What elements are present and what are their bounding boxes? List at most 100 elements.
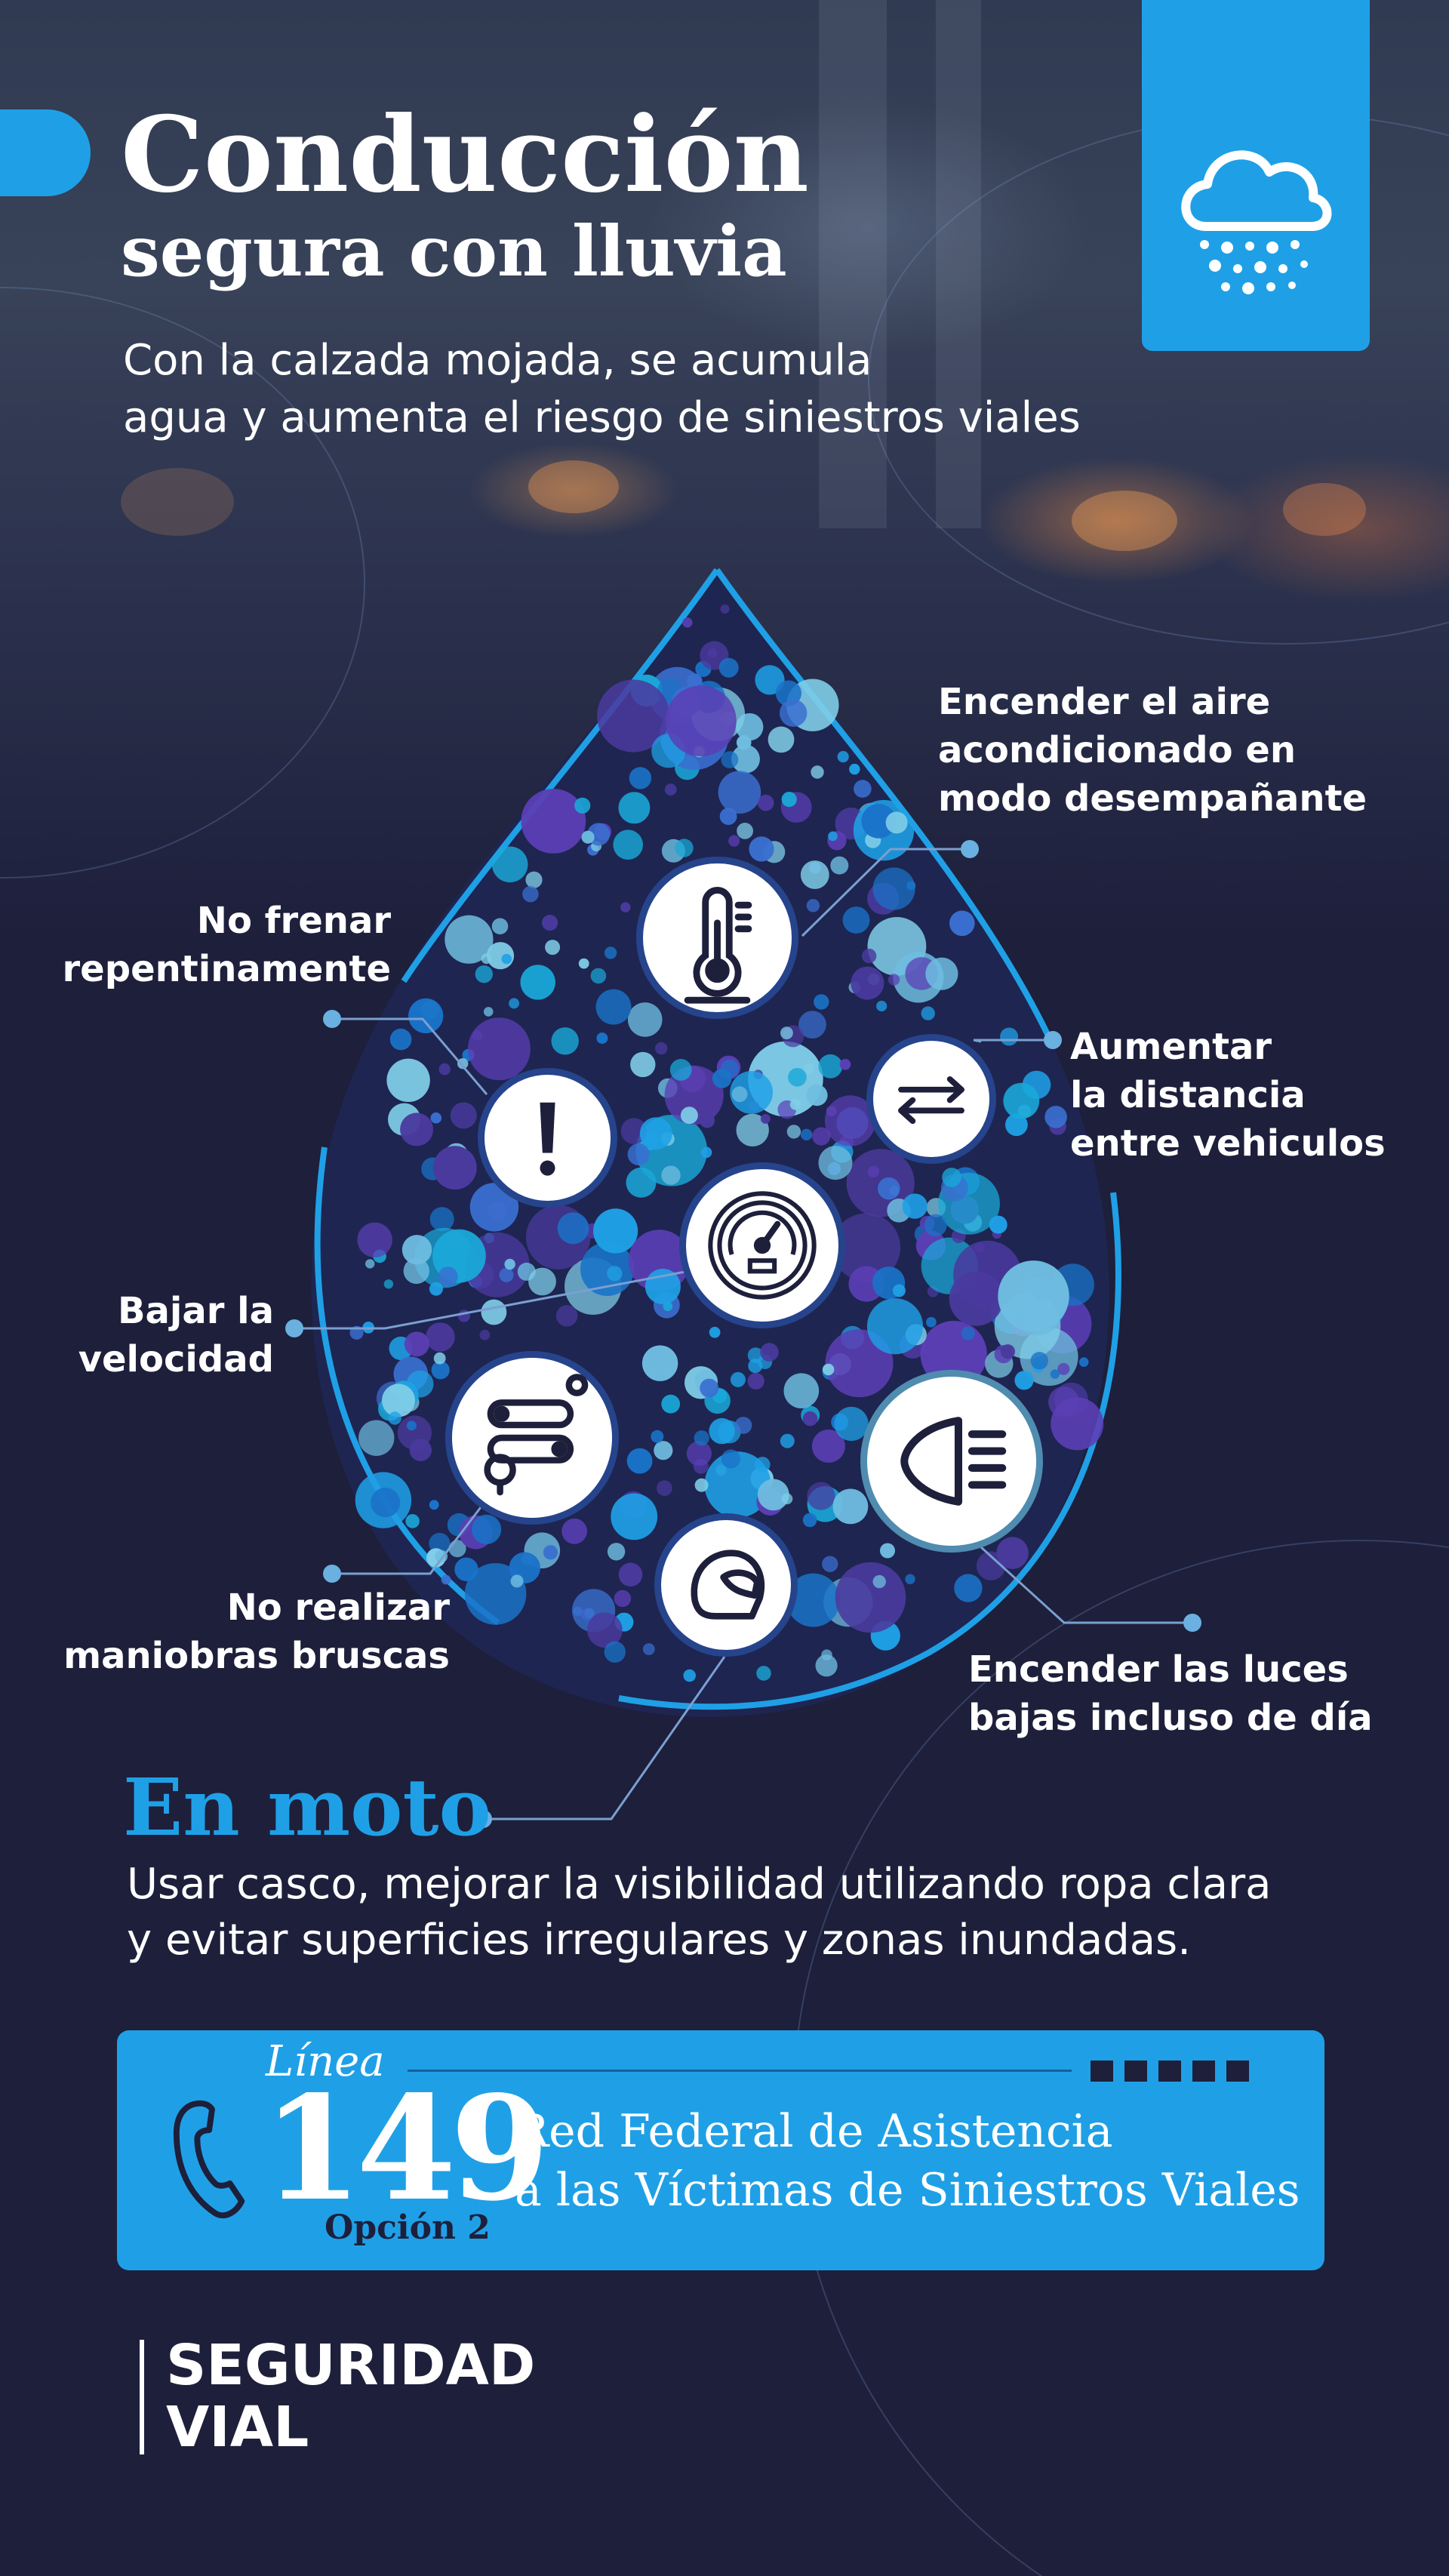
drop-dot [596,1033,608,1044]
drop-dot [404,1331,429,1357]
drop-dot [675,839,694,857]
drop-dot [786,1573,841,1627]
drop-dot [822,1556,838,1572]
drop-dot [464,1563,527,1625]
drop-dot [1005,1113,1028,1137]
drop-dot [835,1562,906,1633]
thermometer-icon [636,857,798,1019]
drop-dot [405,1514,420,1528]
page-title: Conducción [121,93,809,216]
drop-dot [491,846,528,883]
drop-dot [780,1433,795,1448]
helpline-box: Línea 149 Opción 2 Red Federal de Asiste… [117,2030,1324,2270]
drop-dot [989,1215,1008,1234]
drop-dot [757,794,774,811]
drop-dot [811,1430,845,1463]
drop-dot [1000,1344,1015,1359]
drop-dot [607,1543,626,1561]
drop-dot [780,699,808,727]
bokeh-light [528,460,619,513]
drop-dot [804,1063,814,1074]
connector-line [294,1270,686,1330]
drop-dot [655,1042,668,1055]
drop-dot [400,1113,434,1146]
drop-dot [905,1574,915,1584]
decorative-dash [1158,2060,1181,2082]
drop-dot [878,1177,900,1200]
drop-dot [806,899,820,913]
drop-dot [664,783,677,796]
drop-dot [700,1113,715,1128]
drop-dot [783,1373,820,1408]
drop-dot [454,1557,478,1581]
drop-dot [642,1643,655,1655]
moto-text-line: y evitar superficies irregulares y zonas… [127,1916,1192,1965]
drop-dot [720,1059,740,1079]
background-building [819,0,887,528]
drop-dot [734,1417,752,1434]
tip-label-line: Encender el aire [938,681,1271,723]
drop-dot [445,915,494,964]
decorative-dash [1124,2060,1147,2082]
drop-dot [709,1417,735,1445]
connector-line [973,1039,1053,1043]
drop-dot [578,958,589,969]
drop-dot [872,867,915,910]
drop-dot [885,811,908,834]
drop-dot [880,1543,895,1559]
drop-outline [618,1192,1121,1710]
connector-dots [285,840,1201,1828]
drop-dot [736,1113,769,1147]
drop-dot [406,1420,417,1431]
drop-dot [557,1212,589,1245]
drop-dot [814,994,829,1010]
moto-text: Usar casco, mejorar la visibilidad utili… [127,1857,1271,1968]
drop-dot [872,1574,886,1589]
drop-dot [457,1058,469,1069]
drop-dot [626,1167,657,1198]
drop-dot [661,1394,681,1414]
drop-dot [718,771,761,814]
drop-dot [748,1359,763,1374]
tip-label-defog: Encender el aire acondicionado en modo d… [938,678,1367,823]
drop-dot [528,1267,556,1296]
subtitle-line: Con la calzada mojada, se acumula [123,336,872,385]
drop-dot [704,1451,771,1518]
drop-dot [641,1345,678,1381]
drop-dot [800,860,829,889]
drop-dot [828,831,838,842]
drop-dot [718,657,739,678]
drop-dot [630,1051,656,1078]
drop-dot [1044,1106,1067,1128]
connector-line [483,1656,726,1820]
drop-dot [721,751,739,768]
drop-dot [587,1612,623,1648]
drop-dot [441,1574,451,1585]
drop-dot [839,1059,851,1070]
drop-dot [926,1316,937,1328]
drop-dot [730,1071,773,1114]
tip-label-line: No frenar [196,900,391,942]
drop-dot [481,1299,507,1325]
drop-dot [837,751,849,763]
drop-dot [401,1235,432,1265]
drop-dot [614,1590,632,1608]
drop-dot [861,804,897,839]
drop-dot [832,1213,901,1282]
drop-dot [851,966,884,1000]
speedometer-icon [679,1162,845,1328]
drop-dot [1030,1352,1049,1370]
drop-dot [867,1165,880,1178]
drop-dot [382,1383,415,1417]
tip-label-line: repentinamente [62,948,391,990]
drop-dot [924,1214,947,1237]
drop-dot [760,1113,771,1124]
drop-dot [925,957,958,990]
phone-icon [173,2100,245,2219]
drop-dot [450,1102,477,1129]
drop-dot [802,1513,817,1528]
weather-badge [1142,0,1370,351]
drop-dot [892,1284,906,1297]
drop-dot [747,1372,764,1390]
drop-dot [509,998,520,1009]
